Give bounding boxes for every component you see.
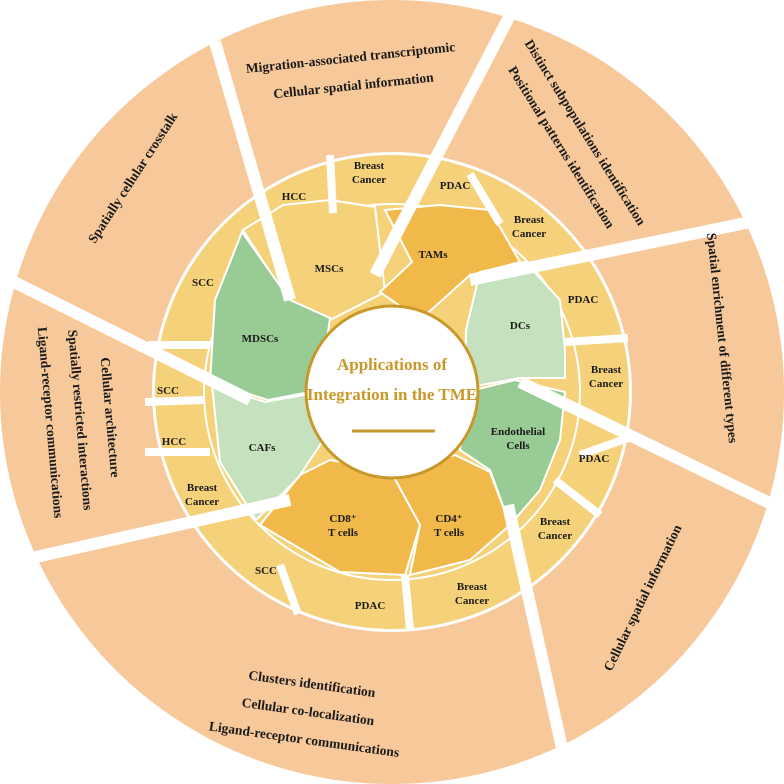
center-title-line1: Applications of [337, 355, 447, 374]
center-title-line2: Integration in the TME [307, 385, 477, 404]
cell-sector-mdscs [208, 229, 332, 402]
middle-segment-label: HCC [282, 191, 307, 203]
cell-type-label: CD8⁺T cells [328, 513, 359, 539]
middle-segment-label: HCC [162, 436, 187, 448]
cell-sector-cafs [210, 383, 332, 522]
cell-type-label: TAMs [418, 249, 448, 261]
cell-type-label: MSCs [315, 263, 344, 275]
middle-segment-label: SCC [192, 277, 214, 289]
middle-segment-label: SCC [255, 565, 277, 577]
middle-segment-label: PDAC [355, 600, 386, 612]
cell-type-label: DCs [510, 320, 531, 332]
middle-ring-boundaries [144, 154, 630, 631]
middle-segment-label: PDAC [568, 294, 599, 306]
middle-segment-label: SCC [157, 385, 179, 397]
cell-type-label: CAFs [249, 442, 277, 454]
middle-segment-label: PDAC [440, 180, 471, 192]
middle-segment-label: PDAC [579, 453, 610, 465]
cell-type-label: CD4⁺T cells [434, 513, 465, 539]
outer-separators [0, 12, 784, 784]
cell-type-label: MDSCs [242, 333, 279, 345]
